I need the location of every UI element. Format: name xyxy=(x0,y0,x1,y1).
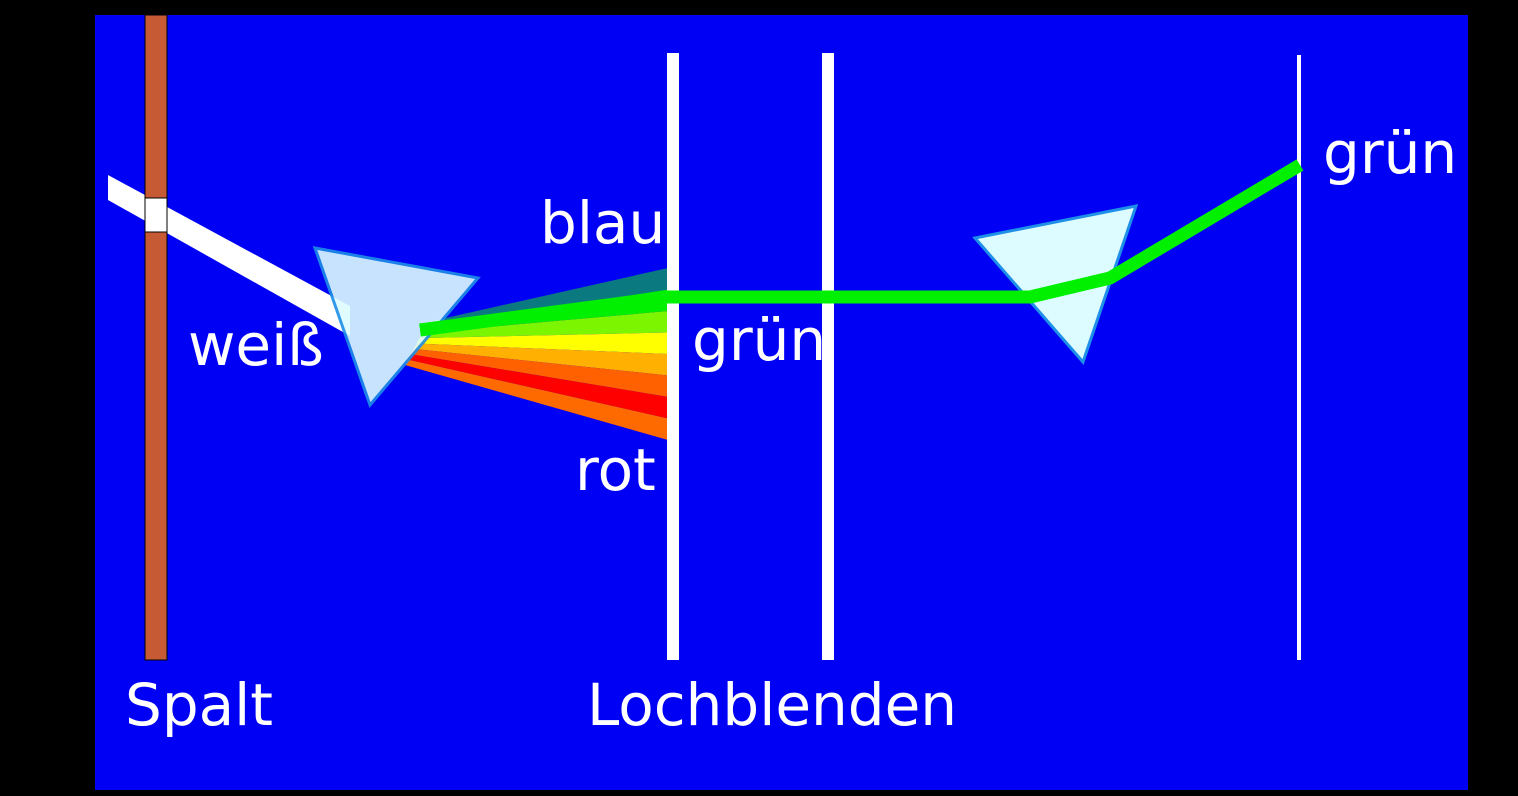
spectrum-band xyxy=(425,268,668,328)
slit-upper-bar xyxy=(144,14,168,199)
spectrum-band xyxy=(413,343,668,376)
white-light-beam xyxy=(108,175,350,336)
blue-background xyxy=(95,15,1468,790)
prism-left xyxy=(312,246,481,408)
label-red: rot xyxy=(575,436,656,504)
green-light-beam xyxy=(419,159,1304,337)
spectrum-band xyxy=(416,332,668,354)
label-green-mid: grün xyxy=(692,306,826,374)
label-apertures: Lochblenden xyxy=(587,671,957,739)
label-blue: blau xyxy=(540,189,665,257)
label-slit: Spalt xyxy=(125,671,273,739)
spectrum-band xyxy=(407,354,668,419)
slit-opening xyxy=(144,197,168,233)
slit-lower-bar xyxy=(144,231,168,661)
spectrum-band xyxy=(419,311,668,339)
spectrum-band xyxy=(410,348,668,397)
label-green-right: grün xyxy=(1323,119,1457,187)
detector-screen xyxy=(1297,55,1301,660)
spectrum-band xyxy=(405,359,668,440)
aperture-screen-1 xyxy=(667,53,679,660)
aperture-screen-2 xyxy=(822,53,834,660)
label-white: weiß xyxy=(188,311,324,379)
